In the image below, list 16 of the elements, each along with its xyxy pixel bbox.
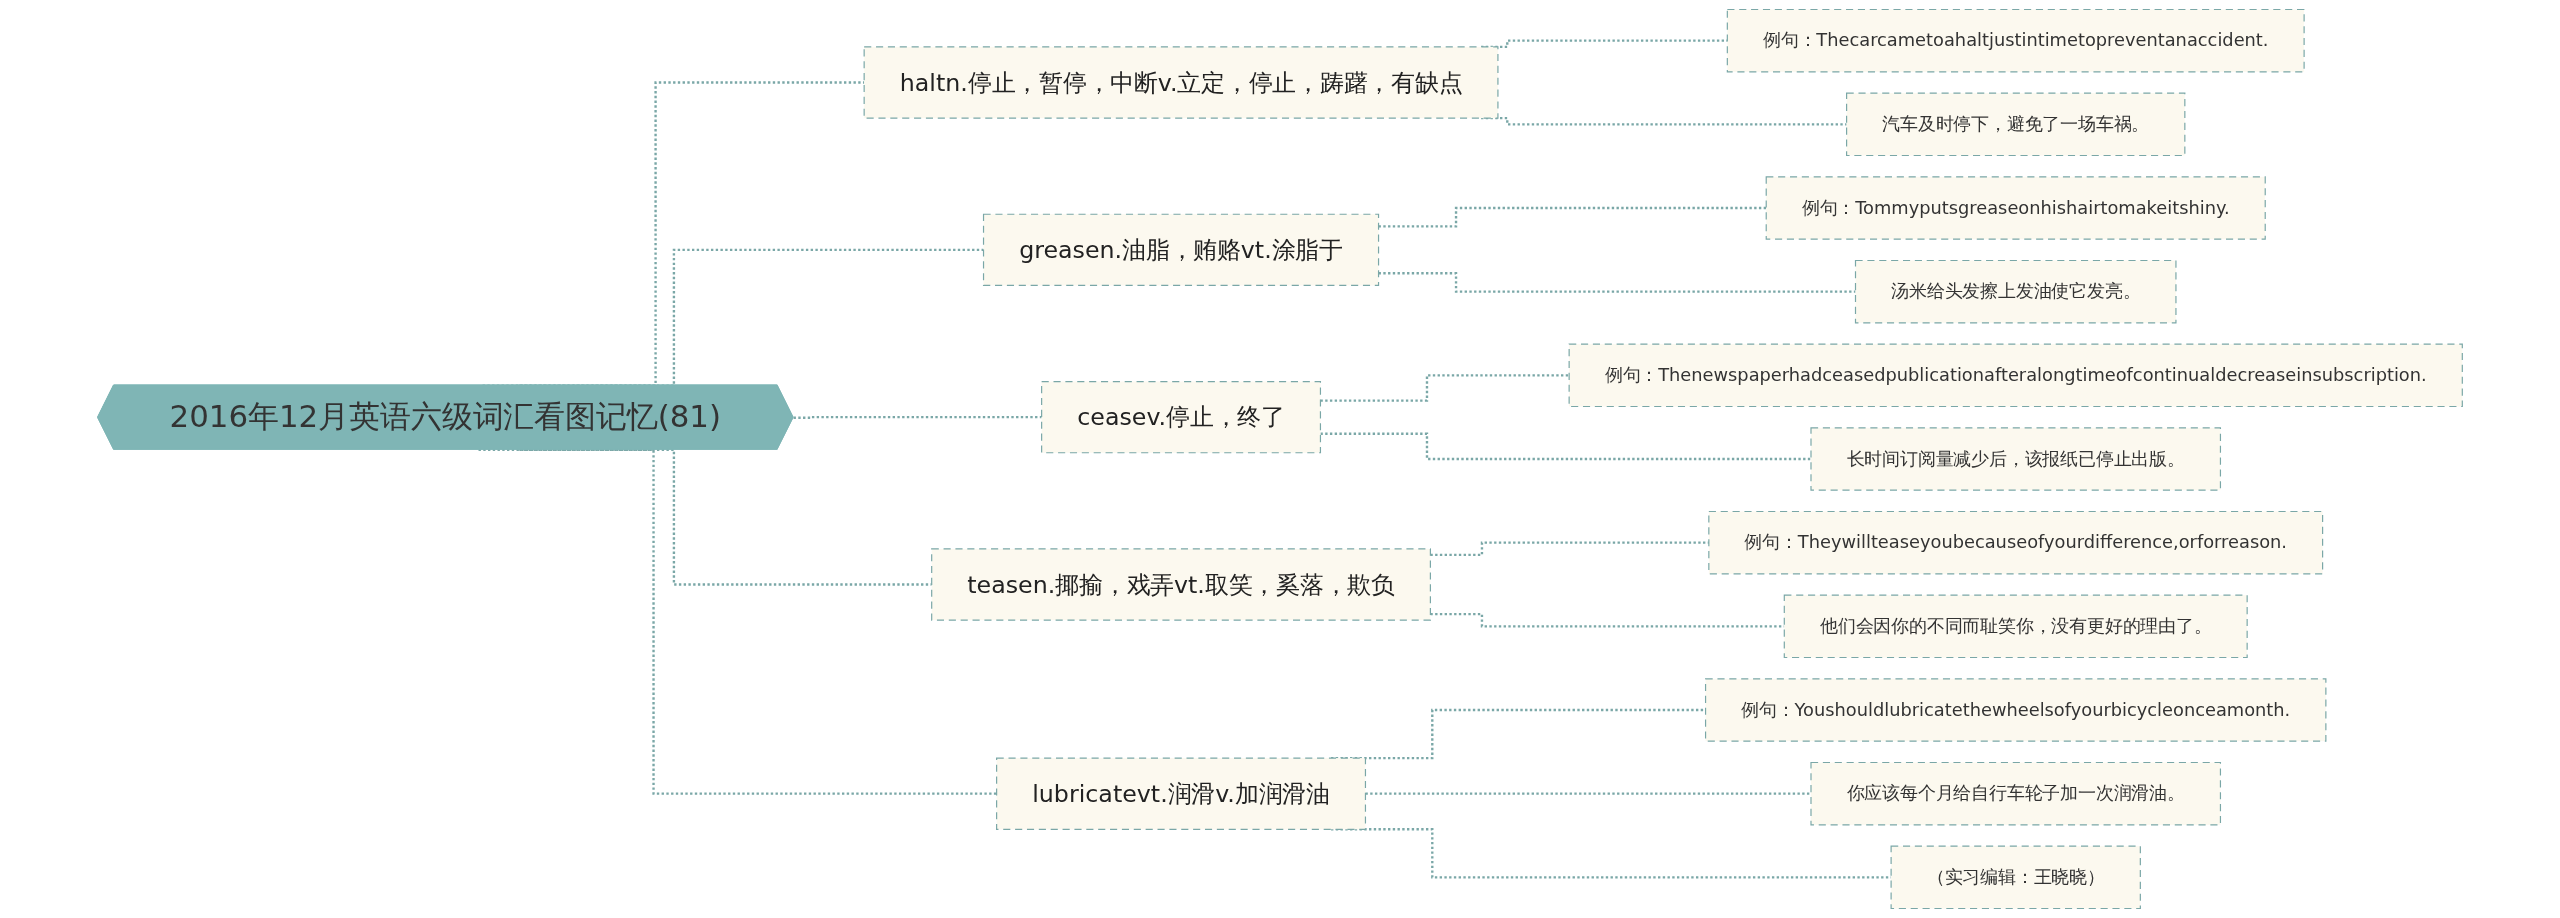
node-box: 长时间订阅量减少后，该报纸已停止出版。: [1810, 427, 2222, 491]
node-box: lubricatevt.润滑v.加润滑油: [996, 757, 1367, 830]
node-box: 例句：Youshouldlubricatethewheelsofyourbicycleonceamonth.: [1704, 678, 2327, 742]
node-box: 例句：Thenewspaperhadceasedpublicationafteralongtimeofcontinualdecreaseinsubscription.: [1568, 343, 2463, 408]
node-box: 例句：Thecarcametoahaltjustintimetopreventanaccident.: [1726, 8, 2305, 73]
node-box: （实习编辑：王晓晓）: [1890, 845, 2141, 910]
node-box: ceasev.停止，终了: [1041, 380, 1322, 454]
node-box: 例句：Theywillteaseyoubecauseofyourdifference,orforreason.: [1708, 510, 2324, 575]
node-box: 汤米给头发擦上发油使它发亮。: [1854, 259, 2177, 324]
node-box: teasen.揶揄，戏弄vt.取笑，奚落，欺负: [931, 548, 1431, 621]
node-box: greasen.油脂，贿赂vt.涂脂于: [982, 213, 1380, 287]
node-box: 汽车及时停下，避免了一场车祸。: [1846, 92, 2186, 157]
node-box: 例句：Tommyputsgreaseonhishairtomakeitshiny.: [1765, 176, 2266, 240]
node-box: 你应该每个月给自行车轮子加一次润滑油。: [1810, 761, 2222, 826]
node-box: 他们会因你的不同而耻笑你，没有更好的理由了。: [1783, 594, 2248, 659]
node-box: haltn.停止，暂停，中断v.立定，停止，踌躇，有缺点: [863, 46, 1499, 119]
